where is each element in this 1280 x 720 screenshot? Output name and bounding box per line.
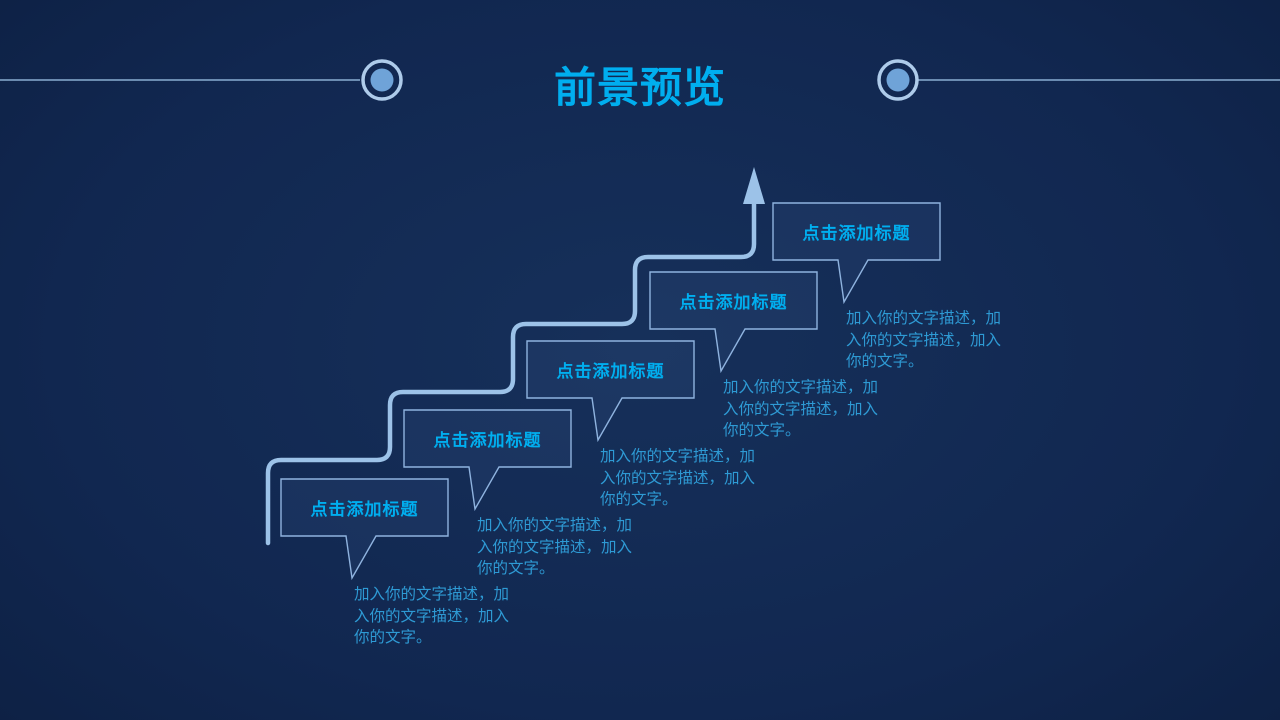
circle-dot-icon xyxy=(886,68,910,92)
callout-title-2[interactable]: 点击添加标题 xyxy=(433,431,542,450)
circle-ring-icon xyxy=(877,59,919,101)
header-circle-right xyxy=(877,59,919,101)
callout-shape-1 xyxy=(280,478,449,581)
callout-title-5[interactable]: 点击添加标题 xyxy=(802,224,911,243)
callout-title-1[interactable]: 点击添加标题 xyxy=(310,500,419,519)
callout-title-4[interactable]: 点击添加标题 xyxy=(679,293,788,312)
circle-ring-icon xyxy=(361,59,403,101)
stair-line xyxy=(265,199,757,546)
callout-description-4[interactable]: 加入你的文字描述，加入你的文字描述，加入你的文字。 xyxy=(723,379,879,439)
header-rule-left xyxy=(0,79,360,81)
callout-description-5[interactable]: 加入你的文字描述，加入你的文字描述，加入你的文字。 xyxy=(846,310,1002,370)
callout-shape-4 xyxy=(649,271,818,374)
header-rule-right xyxy=(918,79,1280,81)
arrow-up-icon xyxy=(743,167,765,204)
callout-title-3[interactable]: 点击添加标题 xyxy=(556,362,665,381)
callout-description-3[interactable]: 加入你的文字描述，加入你的文字描述，加入你的文字。 xyxy=(600,448,756,508)
page-title: 前景预览 xyxy=(553,64,726,111)
callout-description-2[interactable]: 加入你的文字描述，加入你的文字描述，加入你的文字。 xyxy=(477,517,633,577)
callout-description-1[interactable]: 加入你的文字描述，加入你的文字描述，加入你的文字。 xyxy=(354,586,510,646)
header-circle-left xyxy=(361,59,403,101)
callout-shape-2 xyxy=(403,409,572,512)
callout-shape-5 xyxy=(772,202,941,305)
circle-dot-icon xyxy=(370,68,394,92)
callout-shape-3 xyxy=(526,340,695,443)
